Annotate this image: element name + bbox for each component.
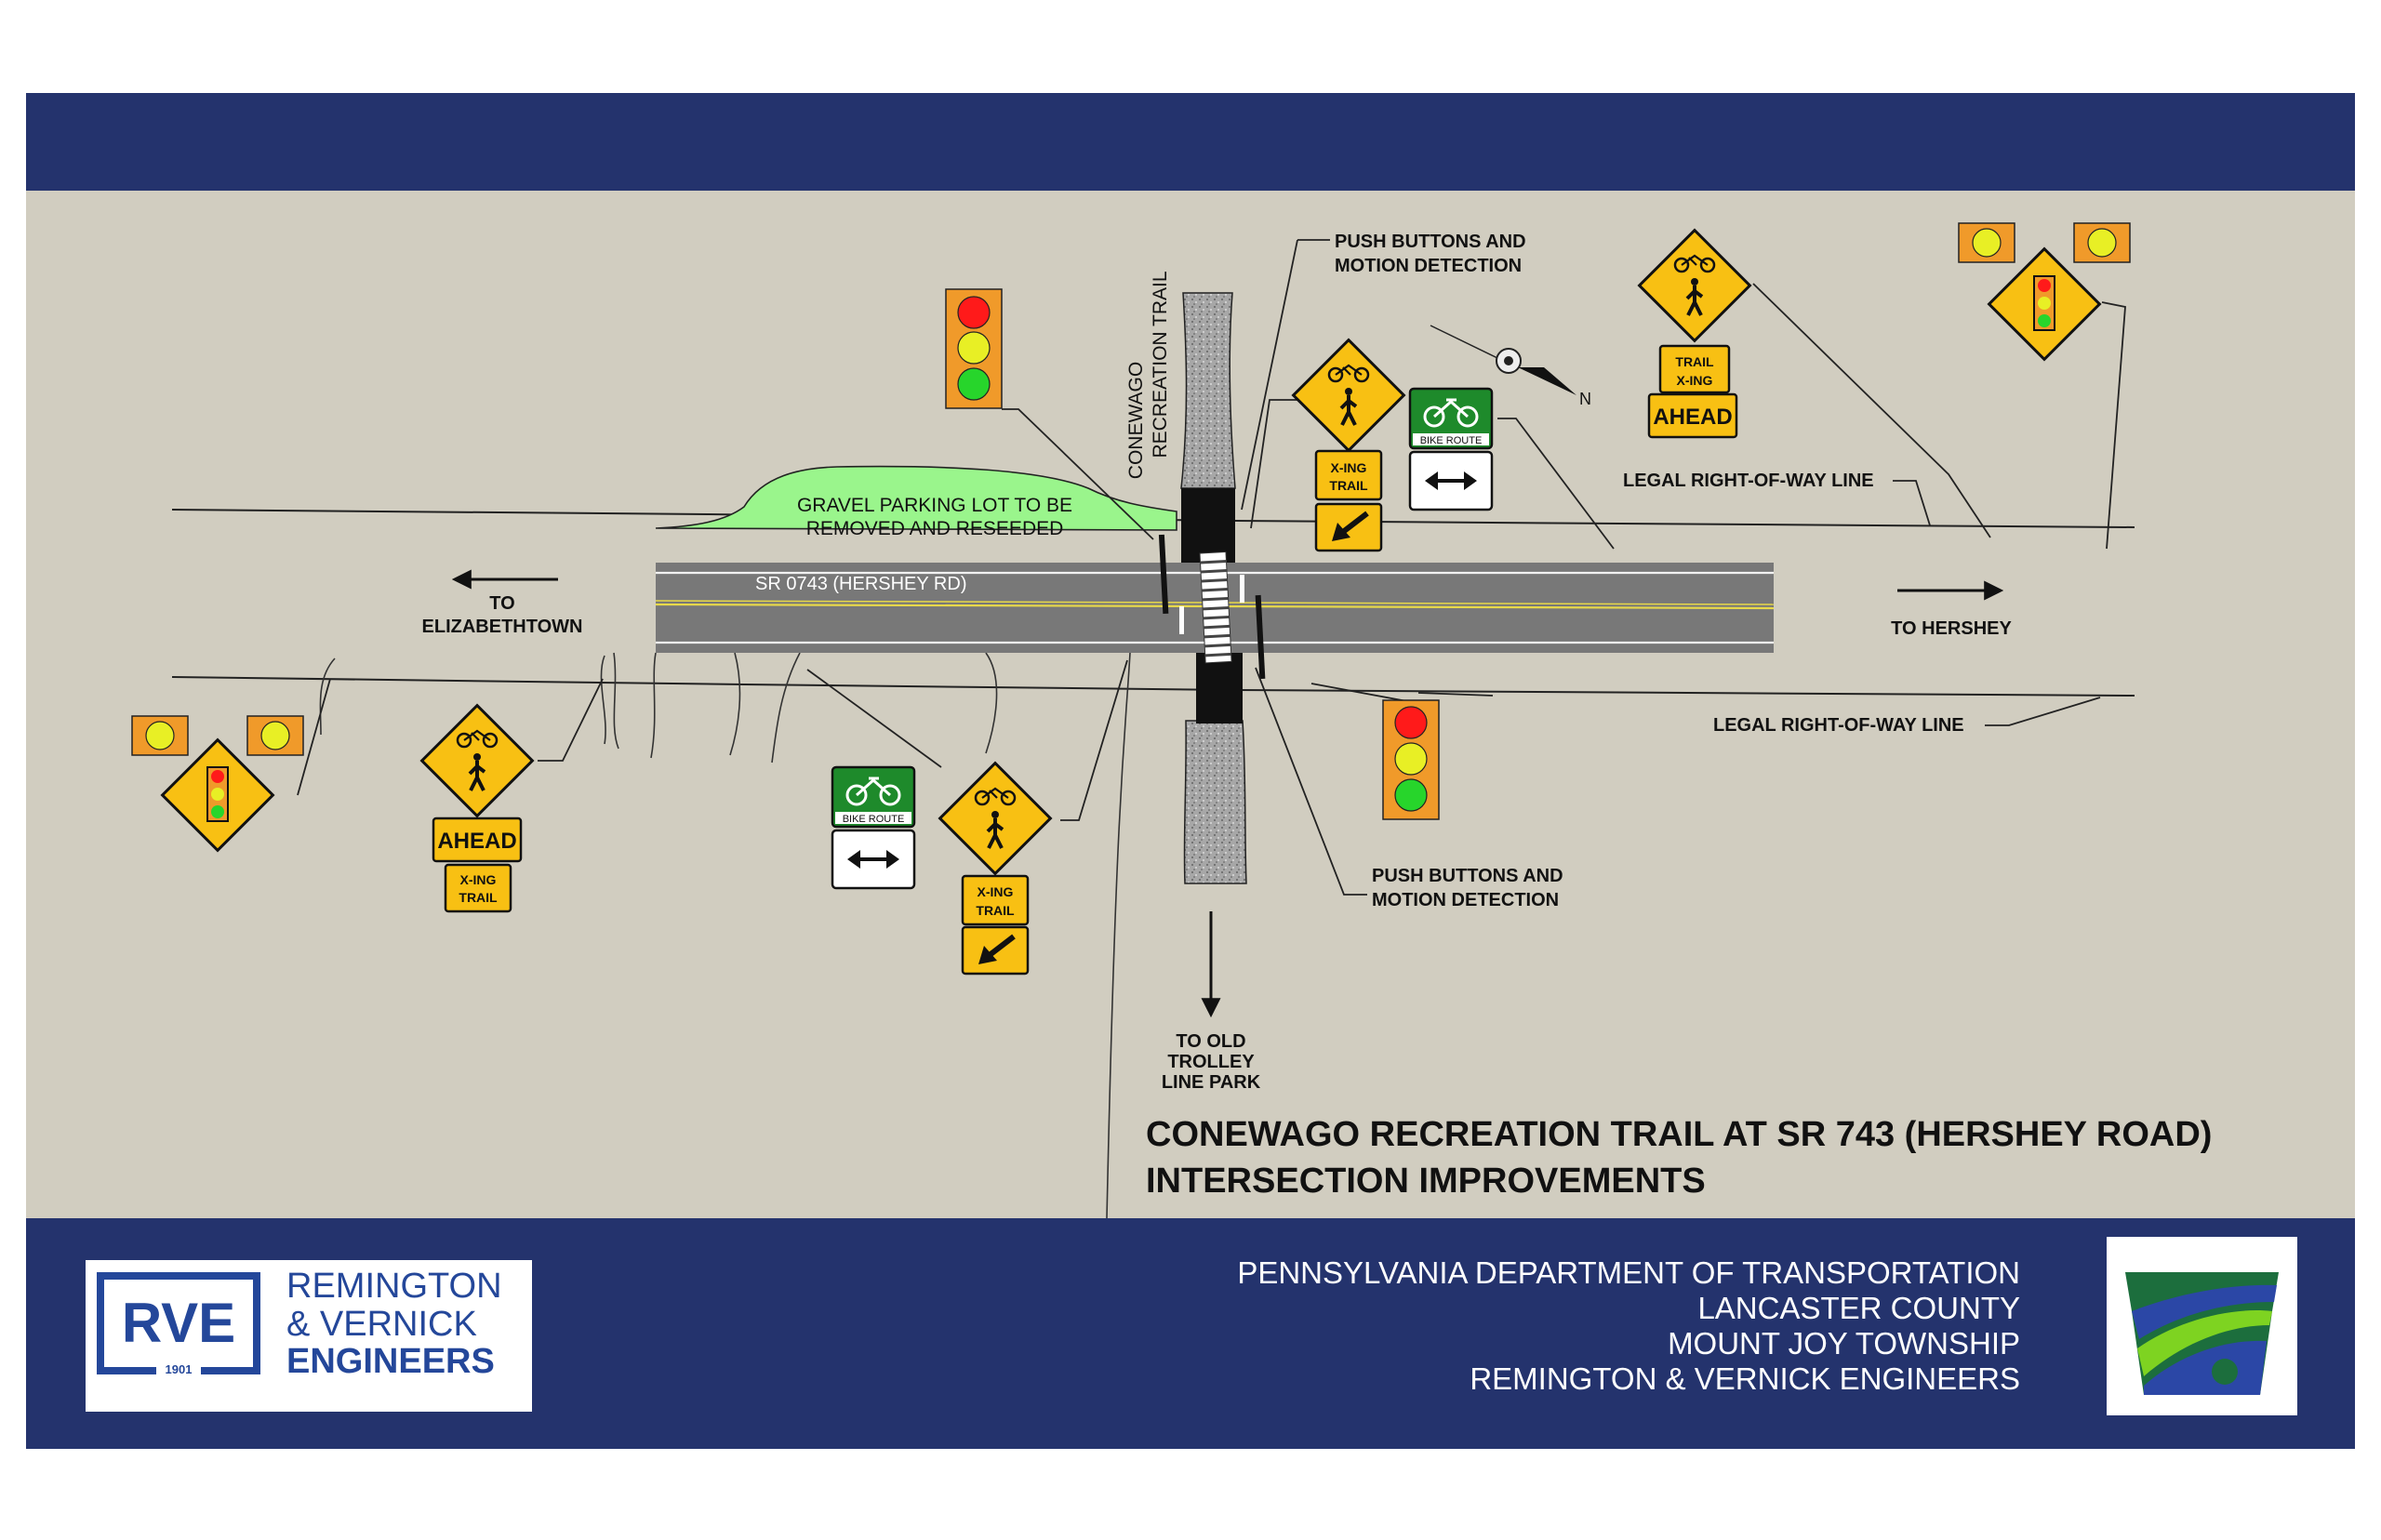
label-trail-recreation: RECREATION TRAIL xyxy=(1150,271,1171,458)
label-gravel-lot-2: REMOVED AND RESEEDED xyxy=(806,518,1064,539)
label-push-buttons-south-2: MOTION DETECTION xyxy=(1372,890,1559,910)
svg-text:TRAIL: TRAIL xyxy=(976,903,1015,918)
label-gravel-lot-1: GRAVEL PARKING LOT TO BE xyxy=(797,495,1072,516)
bike-ped-warning-sign-west xyxy=(419,703,535,818)
rve-logo: RVE 1901 REMINGTON & VERNICK ENGINEERS xyxy=(86,1260,532,1412)
signal-ahead-sign-east xyxy=(1987,246,2102,362)
crosswalk xyxy=(1199,551,1232,664)
north-label: N xyxy=(1579,390,1591,408)
trail-south xyxy=(1183,720,1247,884)
svg-text:TRAIL: TRAIL xyxy=(459,890,498,905)
label-trolley: TROLLEY xyxy=(1167,1052,1255,1072)
bike-ped-warning-sign-north xyxy=(1291,338,1406,453)
rve-name-1: REMINGTON xyxy=(286,1267,502,1306)
svg-text:AHEAD: AHEAD xyxy=(437,829,516,854)
label-row-south: LEGAL RIGHT-OF-WAY LINE xyxy=(1713,715,1964,736)
svg-text:X-ING: X-ING xyxy=(460,872,497,887)
svg-text:BIKE ROUTE: BIKE ROUTE xyxy=(843,814,905,825)
right-of-way-line-south xyxy=(171,676,2135,697)
svg-text:X-ING: X-ING xyxy=(978,884,1014,899)
diagonal-arrow-plaque-north xyxy=(1314,502,1383,552)
svg-text:BIKE ROUTE: BIKE ROUTE xyxy=(1420,435,1483,446)
label-push-buttons-north-1: PUSH BUTTONS AND xyxy=(1335,232,1526,252)
north-arrow: N xyxy=(1430,325,1591,408)
flashing-beacons-west xyxy=(131,715,304,756)
sign-leader-lines xyxy=(297,283,2126,821)
footer-agency-line-4: REMINGTON & VERNICK ENGINEERS xyxy=(1470,1361,2020,1396)
svg-text:TRAIL: TRAIL xyxy=(1329,478,1368,493)
rve-name-2: & VERNICK xyxy=(286,1305,477,1344)
label-elizabethtown: ELIZABETHTOWN xyxy=(422,617,583,637)
label-line-park: LINE PARK xyxy=(1162,1072,1261,1093)
label-push-buttons-south-1: PUSH BUTTONS AND xyxy=(1372,866,1563,886)
svg-text:AHEAD: AHEAD xyxy=(1653,405,1732,430)
footer-agency-line-2: LANCASTER COUNTY xyxy=(1697,1291,2020,1325)
bike-route-sign-south: BIKE ROUTE xyxy=(831,765,916,890)
label-row-north: LEGAL RIGHT-OF-WAY LINE xyxy=(1623,471,1874,491)
gravel-parking-lot xyxy=(655,465,1177,531)
label-to-old: TO OLD xyxy=(1176,1031,1245,1052)
traffic-signal-north xyxy=(945,288,1003,409)
traffic-signal-south xyxy=(1382,699,1440,820)
diagonal-arrow-plaque-south xyxy=(961,925,1030,976)
flashing-beacons-east xyxy=(1958,222,2131,263)
xing-trail-plaque-south: X-ING TRAIL xyxy=(961,874,1030,926)
trail-xing-plaque-east: TRAIL X-ING xyxy=(1658,344,1731,394)
penndot-keystone-logo xyxy=(2107,1237,2297,1415)
label-to-hershey: TO HERSHEY xyxy=(1891,618,2012,639)
label-push-buttons-north-2: MOTION DETECTION xyxy=(1335,256,1522,276)
svg-text:X-ING: X-ING xyxy=(1677,373,1713,388)
svg-text:X-ING: X-ING xyxy=(1331,460,1367,475)
bike-ped-warning-sign-south xyxy=(938,761,1053,876)
label-trail-conewago: CONEWAGO xyxy=(1125,362,1147,479)
rve-year: 1901 xyxy=(166,1362,193,1376)
signal-ahead-sign-west xyxy=(160,737,275,853)
driveway-lines xyxy=(319,652,1131,1219)
xing-trail-plaque-north: X-ING TRAIL xyxy=(1314,449,1383,501)
ahead-plaque-west: AHEAD xyxy=(432,816,523,863)
trail-north xyxy=(1180,292,1236,489)
ahead-plaque-east: AHEAD xyxy=(1647,392,1738,439)
rve-name-3: ENGINEERS xyxy=(286,1342,495,1381)
xing-trail-plaque-west: X-ING TRAIL xyxy=(444,863,512,913)
label-road-name: SR 0743 (HERSHEY RD) xyxy=(755,574,966,594)
rve-mark: RVE xyxy=(122,1292,235,1354)
bike-route-sign-north: BIKE ROUTE xyxy=(1408,387,1494,511)
trail-approach-south xyxy=(1196,651,1243,724)
footer-agency-line-1: PENNSYLVANIA DEPARTMENT OF TRANSPORTATIO… xyxy=(1237,1255,2020,1290)
bike-ped-warning-sign-east xyxy=(1637,228,1752,343)
footer-agency-line-3: MOUNT JOY TOWNSHIP xyxy=(1668,1326,2020,1361)
plan-title-line-1: CONEWAGO RECREATION TRAIL AT SR 743 (HER… xyxy=(1146,1115,2212,1154)
header-band xyxy=(26,93,2355,191)
label-to: TO xyxy=(489,593,514,614)
trail-approach-north xyxy=(1181,488,1235,563)
plan-title-line-2: INTERSECTION IMPROVEMENTS xyxy=(1146,1162,1706,1201)
svg-text:TRAIL: TRAIL xyxy=(1675,354,1714,369)
